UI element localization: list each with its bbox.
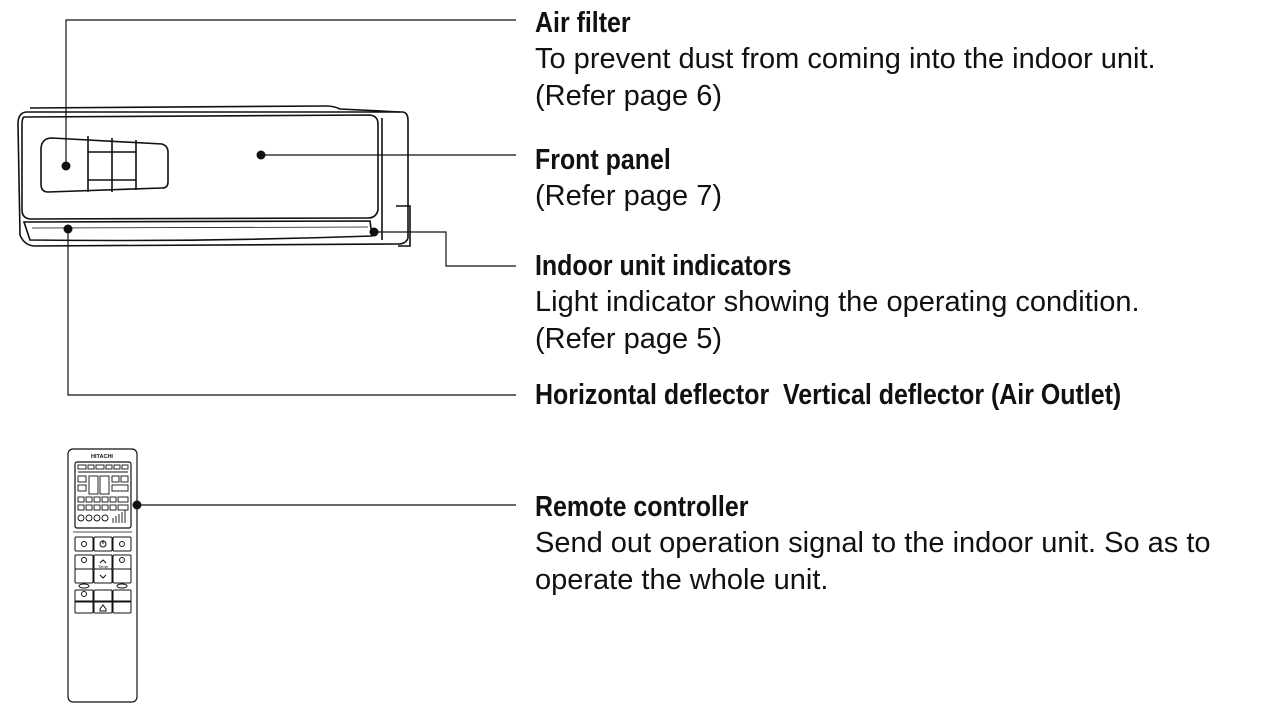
indoor-unit — [17, 105, 411, 247]
leader-line-indicators — [374, 231, 516, 267]
remote-button-temp-down[interactable] — [93, 568, 113, 584]
callout-front-panel-desc-1: (Refer page 7) — [535, 180, 722, 212]
leader-dot-deflector — [63, 224, 73, 234]
air-outlet-vane — [22, 220, 373, 242]
callout-air-filter-desc-2: (Refer page 6) — [535, 80, 722, 112]
remote-button-glyphs — [81, 540, 125, 612]
remote-lcd — [74, 461, 132, 529]
remote-controller: HITACHI — [67, 448, 138, 703]
callout-remote-desc-1: Send out operation signal to the indoor … — [535, 527, 1211, 559]
remote-lcd-segments — [77, 464, 129, 523]
callout-deflector-title: Horizontal deflector Vertical deflector … — [535, 379, 1122, 411]
indoor-unit-body — [17, 111, 409, 247]
callout-indicators: Indoor unit indicators Light indicator s… — [535, 248, 1140, 358]
remote-button-option[interactable] — [112, 600, 132, 614]
callout-indicators-desc-2: (Refer page 5) — [535, 323, 722, 355]
remote-button-special[interactable] — [112, 589, 132, 603]
mode-icon — [81, 541, 87, 547]
leader-line-air-filter — [65, 19, 516, 166]
vane-line — [31, 226, 369, 229]
leader-line-deflector — [67, 229, 516, 396]
leader-dot-indicators — [369, 227, 379, 237]
remote-button-fan[interactable] — [112, 536, 132, 552]
chevron-down-icon — [99, 574, 107, 579]
callout-deflector: Horizontal deflector Vertical deflector … — [535, 377, 1217, 413]
remote-button-clean[interactable] — [93, 589, 113, 603]
callout-air-filter: Air filter To prevent dust from coming i… — [535, 5, 1156, 115]
air-filter-window — [40, 137, 169, 193]
callout-front-panel: Front panel (Refer page 7) — [535, 142, 722, 215]
chevron-up-icon — [99, 559, 107, 564]
side-connector — [396, 205, 411, 247]
indoor-unit-top-edge — [29, 105, 401, 113]
remote-brand-text: HITACHI — [91, 454, 113, 460]
remote-button-timer[interactable] — [74, 589, 94, 603]
remote-button-eco[interactable] — [74, 568, 94, 584]
timer-icon — [81, 591, 87, 597]
remote-buttons — [74, 536, 132, 614]
home-icon — [99, 604, 107, 612]
callout-air-filter-title: Air filter — [535, 7, 631, 39]
remote-button-mode[interactable] — [74, 536, 94, 552]
leader-lines — [65, 19, 516, 506]
swing-icon — [81, 557, 87, 563]
callout-indicators-desc-1: Light indicator showing the operating co… — [535, 286, 1140, 318]
remote-button-small-right[interactable] — [116, 583, 128, 589]
fan-icon — [119, 541, 125, 547]
callout-indicators-title: Indoor unit indicators — [535, 250, 792, 282]
callout-remote: Remote controller Send out operation sig… — [535, 489, 1211, 599]
remote-body — [67, 448, 138, 703]
leader-dot-front-panel — [256, 150, 266, 160]
remote-temp-label: Temp — [98, 564, 109, 569]
remote-button-clock[interactable] — [74, 600, 94, 614]
callout-remote-desc-2: operate the whole unit. — [535, 564, 829, 596]
callout-air-filter-desc-1: To prevent dust from coming into the ind… — [535, 43, 1156, 75]
remote-button-power[interactable] — [93, 536, 113, 552]
remote-button-vertical[interactable] — [112, 568, 132, 584]
callout-front-panel-title: Front panel — [535, 144, 671, 176]
sleep-icon — [119, 557, 125, 563]
leader-dot-air-filter — [61, 161, 71, 171]
front-panel-surface — [21, 114, 379, 220]
callout-remote-title: Remote controller — [535, 491, 749, 523]
remote-button-small-left[interactable] — [78, 583, 90, 589]
remote-button-home[interactable] — [93, 600, 113, 614]
